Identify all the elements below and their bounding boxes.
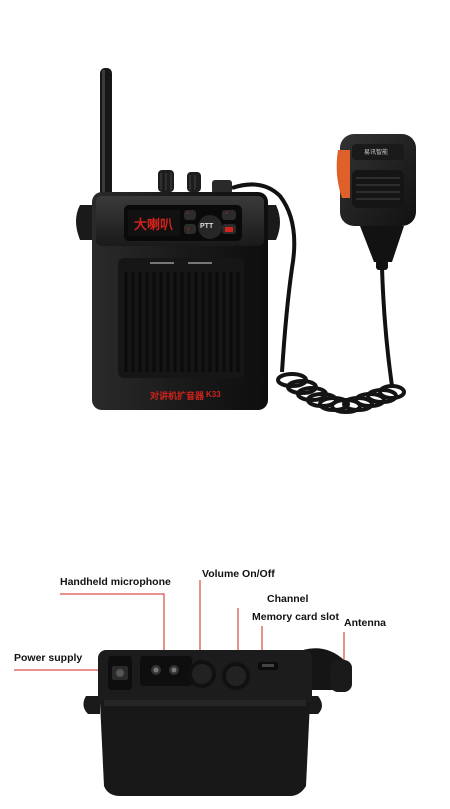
callout-antenna: Antenna [344, 617, 386, 629]
ptt-button-label: PTT [200, 223, 214, 230]
callout-power-supply: Power supply [14, 652, 83, 664]
svg-text:˅: ˅ [225, 212, 229, 220]
coiled-cord [276, 372, 406, 414]
knobs [158, 170, 232, 194]
mic-brand-label: 易讯智能 [364, 149, 389, 156]
callout-handheld-microphone: Handheld microphone [60, 576, 171, 588]
device-top [83, 648, 352, 796]
handheld-microphone [336, 134, 416, 270]
model-label: K33 [206, 390, 221, 399]
svg-text:ᛉ: ᛉ [186, 227, 190, 235]
device-body: ˄ ᛉ ˅ [92, 192, 268, 410]
front-label: 对讲机扩音器 [150, 392, 205, 402]
product-photo-top-view: Handheld microphone Volume On/Off Channe… [0, 560, 450, 809]
product-photo-front: ˄ ᛉ ˅ [76, 68, 416, 414]
antenna-part [100, 68, 112, 202]
svg-text:˄: ˄ [186, 212, 190, 220]
callout-memory-card-slot: Memory card slot [252, 611, 339, 623]
display-readout: 大喇叭 [134, 218, 174, 233]
callout-volume-on-off: Volume On/Off [202, 568, 275, 580]
callout-channel: Channel [267, 593, 309, 605]
